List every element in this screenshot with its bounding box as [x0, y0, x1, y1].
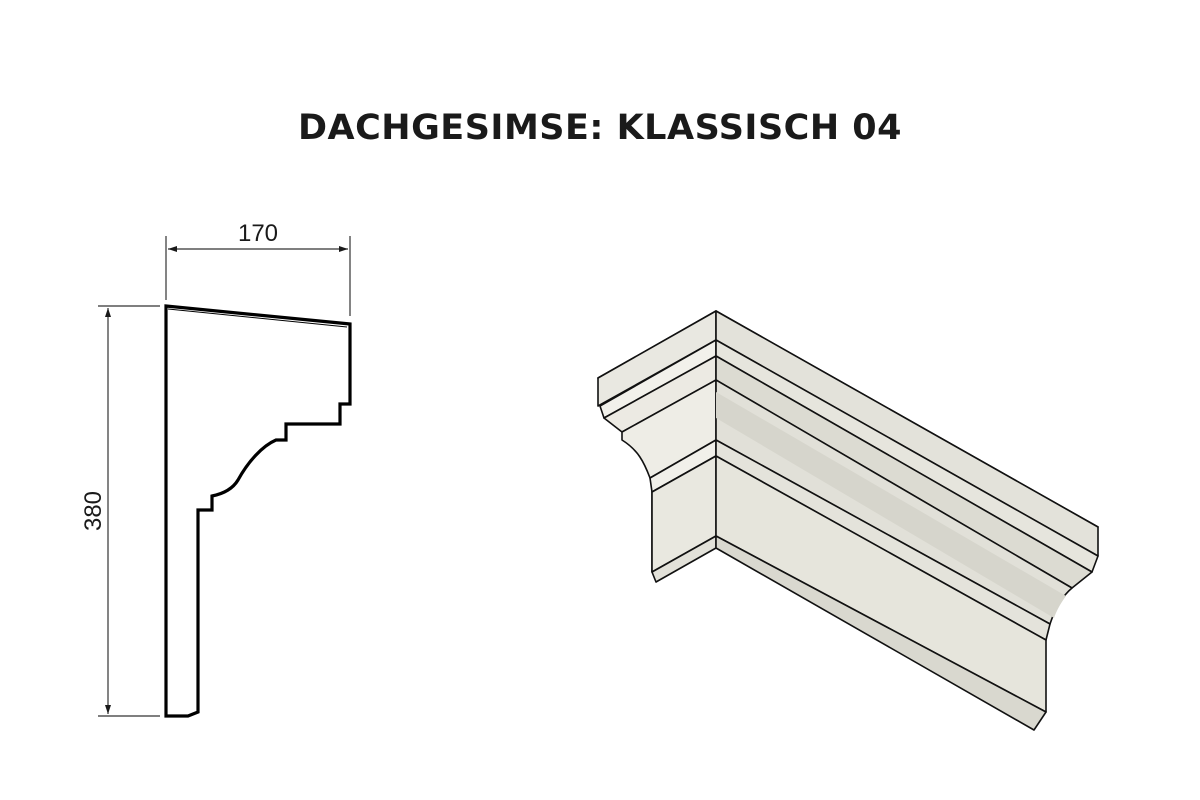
- height-dimension-label: 380: [80, 491, 107, 531]
- bottom-lip-side: [715, 535, 1047, 731]
- cornice-3d-view: [597, 310, 1099, 731]
- cyma-shadow-band: [716, 392, 1066, 618]
- profile-section: 170 380: [80, 220, 352, 718]
- width-dimension-label: 170: [238, 220, 278, 247]
- page-title: DACHGESIMSE: KLASSISCH 04: [297, 108, 903, 148]
- profile-inner-line: [167, 308, 348, 328]
- profile-outline: [164, 304, 352, 718]
